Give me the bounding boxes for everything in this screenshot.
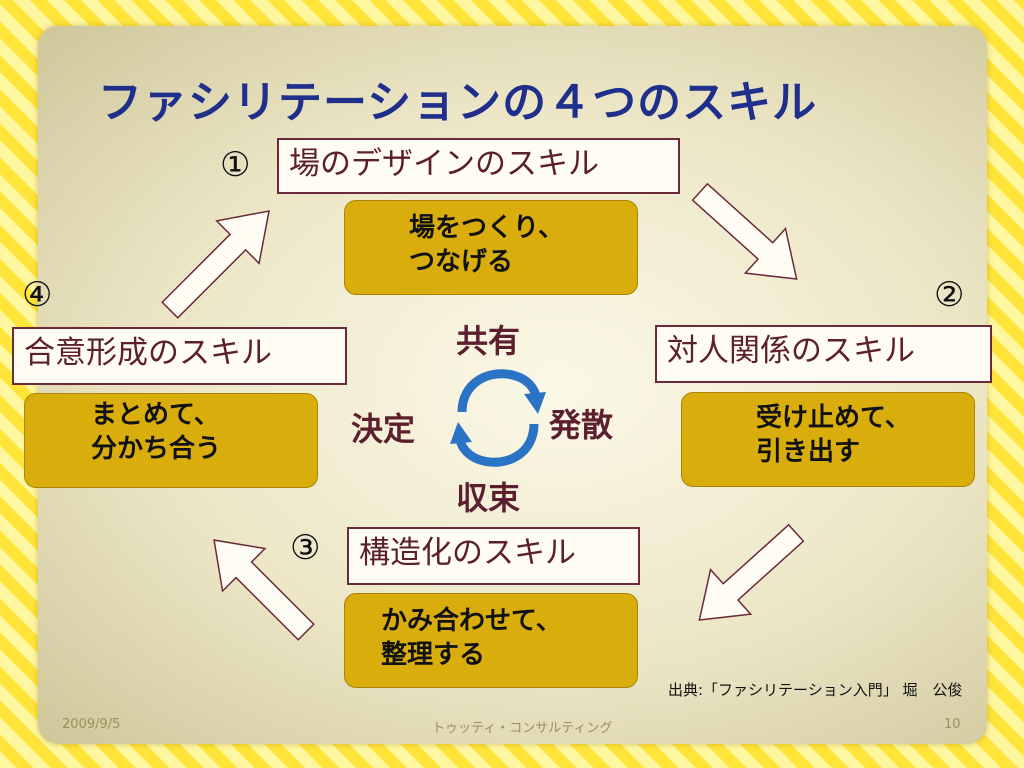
arrow-up-right-icon: [161, 210, 270, 319]
description-line: まとめて、: [91, 400, 220, 430]
skill-number-3: ③: [290, 528, 321, 568]
cycle-label-converge: 収束: [456, 479, 521, 517]
footer-page-number: 10: [944, 717, 961, 732]
cycle-label-diverge: 発散: [549, 406, 614, 444]
cycle-label-decide: 決定: [351, 410, 416, 448]
footer-company: トゥッティ・コンサルティング: [432, 721, 613, 736]
description-line: 引き出す: [756, 437, 861, 467]
skill-box-space-design: 場のデザインのスキル: [277, 138, 680, 194]
skill-box-consensus: 合意形成のスキル: [12, 327, 347, 385]
arrow-down-right-icon: [691, 182, 798, 280]
skill-description-structuring: かみ合わせて、 整理する: [344, 593, 638, 688]
skill-number-4: ④: [22, 275, 53, 315]
description-line: 受け止めて、: [756, 403, 911, 433]
footer-date: 2009/9/5: [62, 717, 121, 732]
cycle-label-share: 共有: [456, 322, 521, 360]
description-line: 場をつくり、: [409, 213, 564, 243]
skill-box-structuring: 構造化のスキル: [347, 527, 640, 585]
skill-description-interpersonal: 受け止めて、 引き出す: [681, 392, 975, 487]
arrow-up-left-icon: [213, 539, 315, 641]
arrow-down-left-icon: [698, 523, 805, 621]
skill-box-interpersonal: 対人関係のスキル: [655, 325, 992, 383]
slide-title: ファシリテーションの４つのスキル: [98, 77, 818, 128]
skill-description-space-design: 場をつくり、 つなげる: [344, 200, 638, 295]
description-line: 分かち合う: [91, 434, 222, 464]
cycle-arrows-icon: [450, 369, 546, 467]
description-line: かみ合わせて、: [381, 606, 562, 636]
description-line: 整理する: [381, 640, 486, 670]
source-citation: 出典:「ファシリテーション入門」 堀 公俊: [668, 681, 963, 699]
description-line: つなげる: [409, 247, 514, 277]
skill-description-consensus: まとめて、 分かち合う: [24, 393, 318, 488]
skill-number-2: ②: [934, 275, 965, 315]
skill-number-1: ①: [220, 145, 251, 185]
